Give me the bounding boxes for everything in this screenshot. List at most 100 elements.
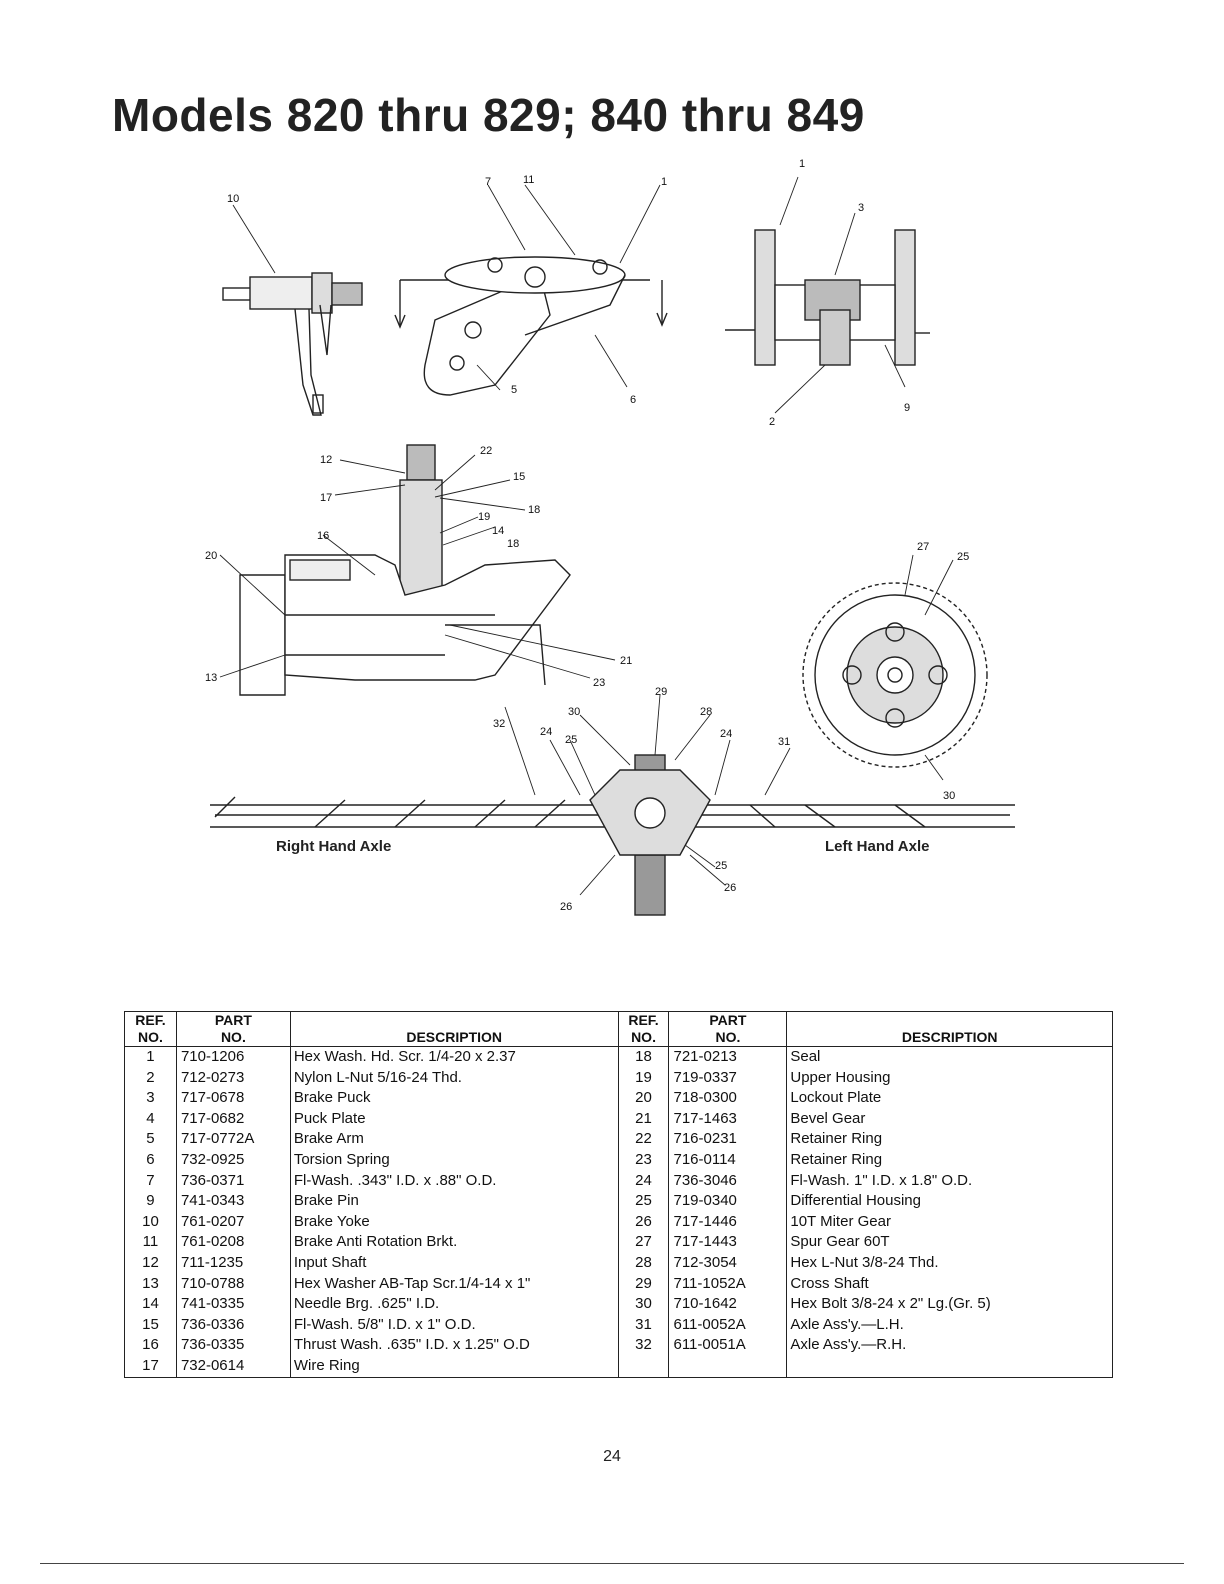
brake-yoke-drawing	[222, 272, 363, 416]
description-cell: Brake Pin	[289, 1191, 619, 1212]
ref-cell: 12	[124, 1252, 177, 1274]
part-no-cell: 736-3046	[668, 1170, 788, 1192]
ref-cell: 7	[124, 1170, 177, 1192]
right-hand-axle-label: Right Hand Axle	[276, 838, 392, 855]
ref-cell: 17	[124, 1355, 177, 1377]
description-cell: Hex Wash. Hd. Scr. 1/4-20 x 2.37	[289, 1046, 619, 1068]
svg-text:12: 12	[320, 454, 332, 466]
part-no-cell: 710-1206	[175, 1046, 291, 1068]
part-no-cell: 710-1642	[668, 1294, 788, 1315]
ref-cell: 30	[617, 1294, 670, 1315]
description-cell: Torsion Spring	[289, 1149, 619, 1171]
part-no-cell: 717-1463	[668, 1108, 788, 1130]
svg-text:3: 3	[858, 202, 864, 214]
ref-cell	[617, 1355, 670, 1377]
svg-text:2: 2	[769, 416, 775, 428]
svg-text:30: 30	[943, 790, 955, 802]
svg-text:1: 1	[799, 158, 805, 170]
ref-cell: 31	[617, 1314, 670, 1336]
description-cell: Seal	[786, 1046, 1113, 1068]
description-cell: Fl-Wash. 5/8" I.D. x 1" O.D.	[289, 1314, 619, 1336]
part-no-cell: 716-0231	[668, 1129, 788, 1150]
part-no-cell: 712-3054	[668, 1252, 788, 1274]
description-cell: Wire Ring	[289, 1355, 619, 1377]
description-header: DESCRIPTION	[289, 1011, 619, 1047]
description-cell: Thrust Wash. .635" I.D. x 1.25" O.D	[289, 1335, 619, 1356]
brake-puck-drawing	[725, 229, 930, 366]
svg-text:30: 30	[568, 706, 580, 718]
spur-gear-drawing	[802, 582, 988, 768]
ref-cell: 19	[617, 1067, 670, 1089]
description-cell	[786, 1355, 1113, 1377]
description-cell: Lockout Plate	[786, 1088, 1113, 1109]
svg-text:22: 22	[480, 445, 492, 457]
svg-text:10: 10	[227, 193, 239, 205]
description-cell: Hex Washer AB-Tap Scr.1/4-14 x 1"	[289, 1273, 619, 1295]
part-no-cell: 736-0336	[175, 1314, 291, 1336]
description-cell: Upper Housing	[786, 1067, 1113, 1089]
svg-text:13: 13	[205, 672, 217, 684]
svg-text:25: 25	[715, 860, 727, 872]
description-cell: Retainer Ring	[786, 1149, 1113, 1171]
svg-text:19: 19	[478, 511, 490, 523]
description-cell: Spur Gear 60T	[786, 1232, 1113, 1253]
description-cell: Cross Shaft	[786, 1273, 1113, 1295]
description-header: DESCRIPTION	[786, 1011, 1113, 1047]
ref-cell: 6	[124, 1149, 177, 1171]
svg-text:29: 29	[655, 686, 667, 698]
ref-cell: 2	[124, 1067, 177, 1089]
svg-text:18: 18	[507, 538, 519, 550]
ref-cell: 24	[617, 1170, 670, 1192]
ref-no-header: REF.NO.	[617, 1011, 670, 1047]
svg-text:6: 6	[630, 394, 636, 406]
part-no-cell: 761-0208	[175, 1232, 291, 1253]
part-no-cell: 717-1446	[668, 1211, 788, 1233]
part-no-cell: 611-0052A	[668, 1314, 788, 1336]
svg-text:7: 7	[485, 176, 491, 188]
description-cell: Fl-Wash. 1" I.D. x 1.8" O.D.	[786, 1170, 1113, 1192]
axle-assembly-drawing	[210, 754, 1015, 916]
svg-text:32: 32	[493, 718, 505, 730]
svg-text:25: 25	[565, 734, 577, 746]
ref-cell: 25	[617, 1191, 670, 1212]
description-cell: Retainer Ring	[786, 1129, 1113, 1150]
svg-text:18: 18	[528, 504, 540, 516]
description-cell: Bevel Gear	[786, 1108, 1113, 1130]
description-cell: Nylon L-Nut 5/16-24 Thd.	[289, 1067, 619, 1089]
ref-cell: 28	[617, 1252, 670, 1274]
ref-cell: 14	[124, 1294, 177, 1315]
svg-text:24: 24	[540, 726, 552, 738]
description-cell: 10T Miter Gear	[786, 1211, 1113, 1233]
ref-cell: 1	[124, 1046, 177, 1068]
part-no-cell: 732-0925	[175, 1149, 291, 1171]
ref-cell: 11	[124, 1232, 177, 1253]
input-shaft-section-drawing	[239, 444, 571, 696]
description-cell: Fl-Wash. .343" I.D. x .88" O.D.	[289, 1170, 619, 1192]
ref-cell: 13	[124, 1273, 177, 1295]
description-cell: Brake Anti Rotation Brkt.	[289, 1232, 619, 1253]
part-no-cell: 741-0343	[175, 1191, 291, 1212]
description-cell: Hex L-Nut 3/8-24 Thd.	[786, 1252, 1113, 1274]
part-no-cell: 717-1443	[668, 1232, 788, 1253]
ref-cell: 20	[617, 1088, 670, 1109]
svg-text:31: 31	[778, 736, 790, 748]
part-no-cell: 711-1235	[175, 1252, 291, 1274]
brake-arm-drawing	[394, 256, 668, 396]
ref-cell: 26	[617, 1211, 670, 1233]
svg-text:20: 20	[205, 550, 217, 562]
part-no-cell: 710-0788	[175, 1273, 291, 1295]
